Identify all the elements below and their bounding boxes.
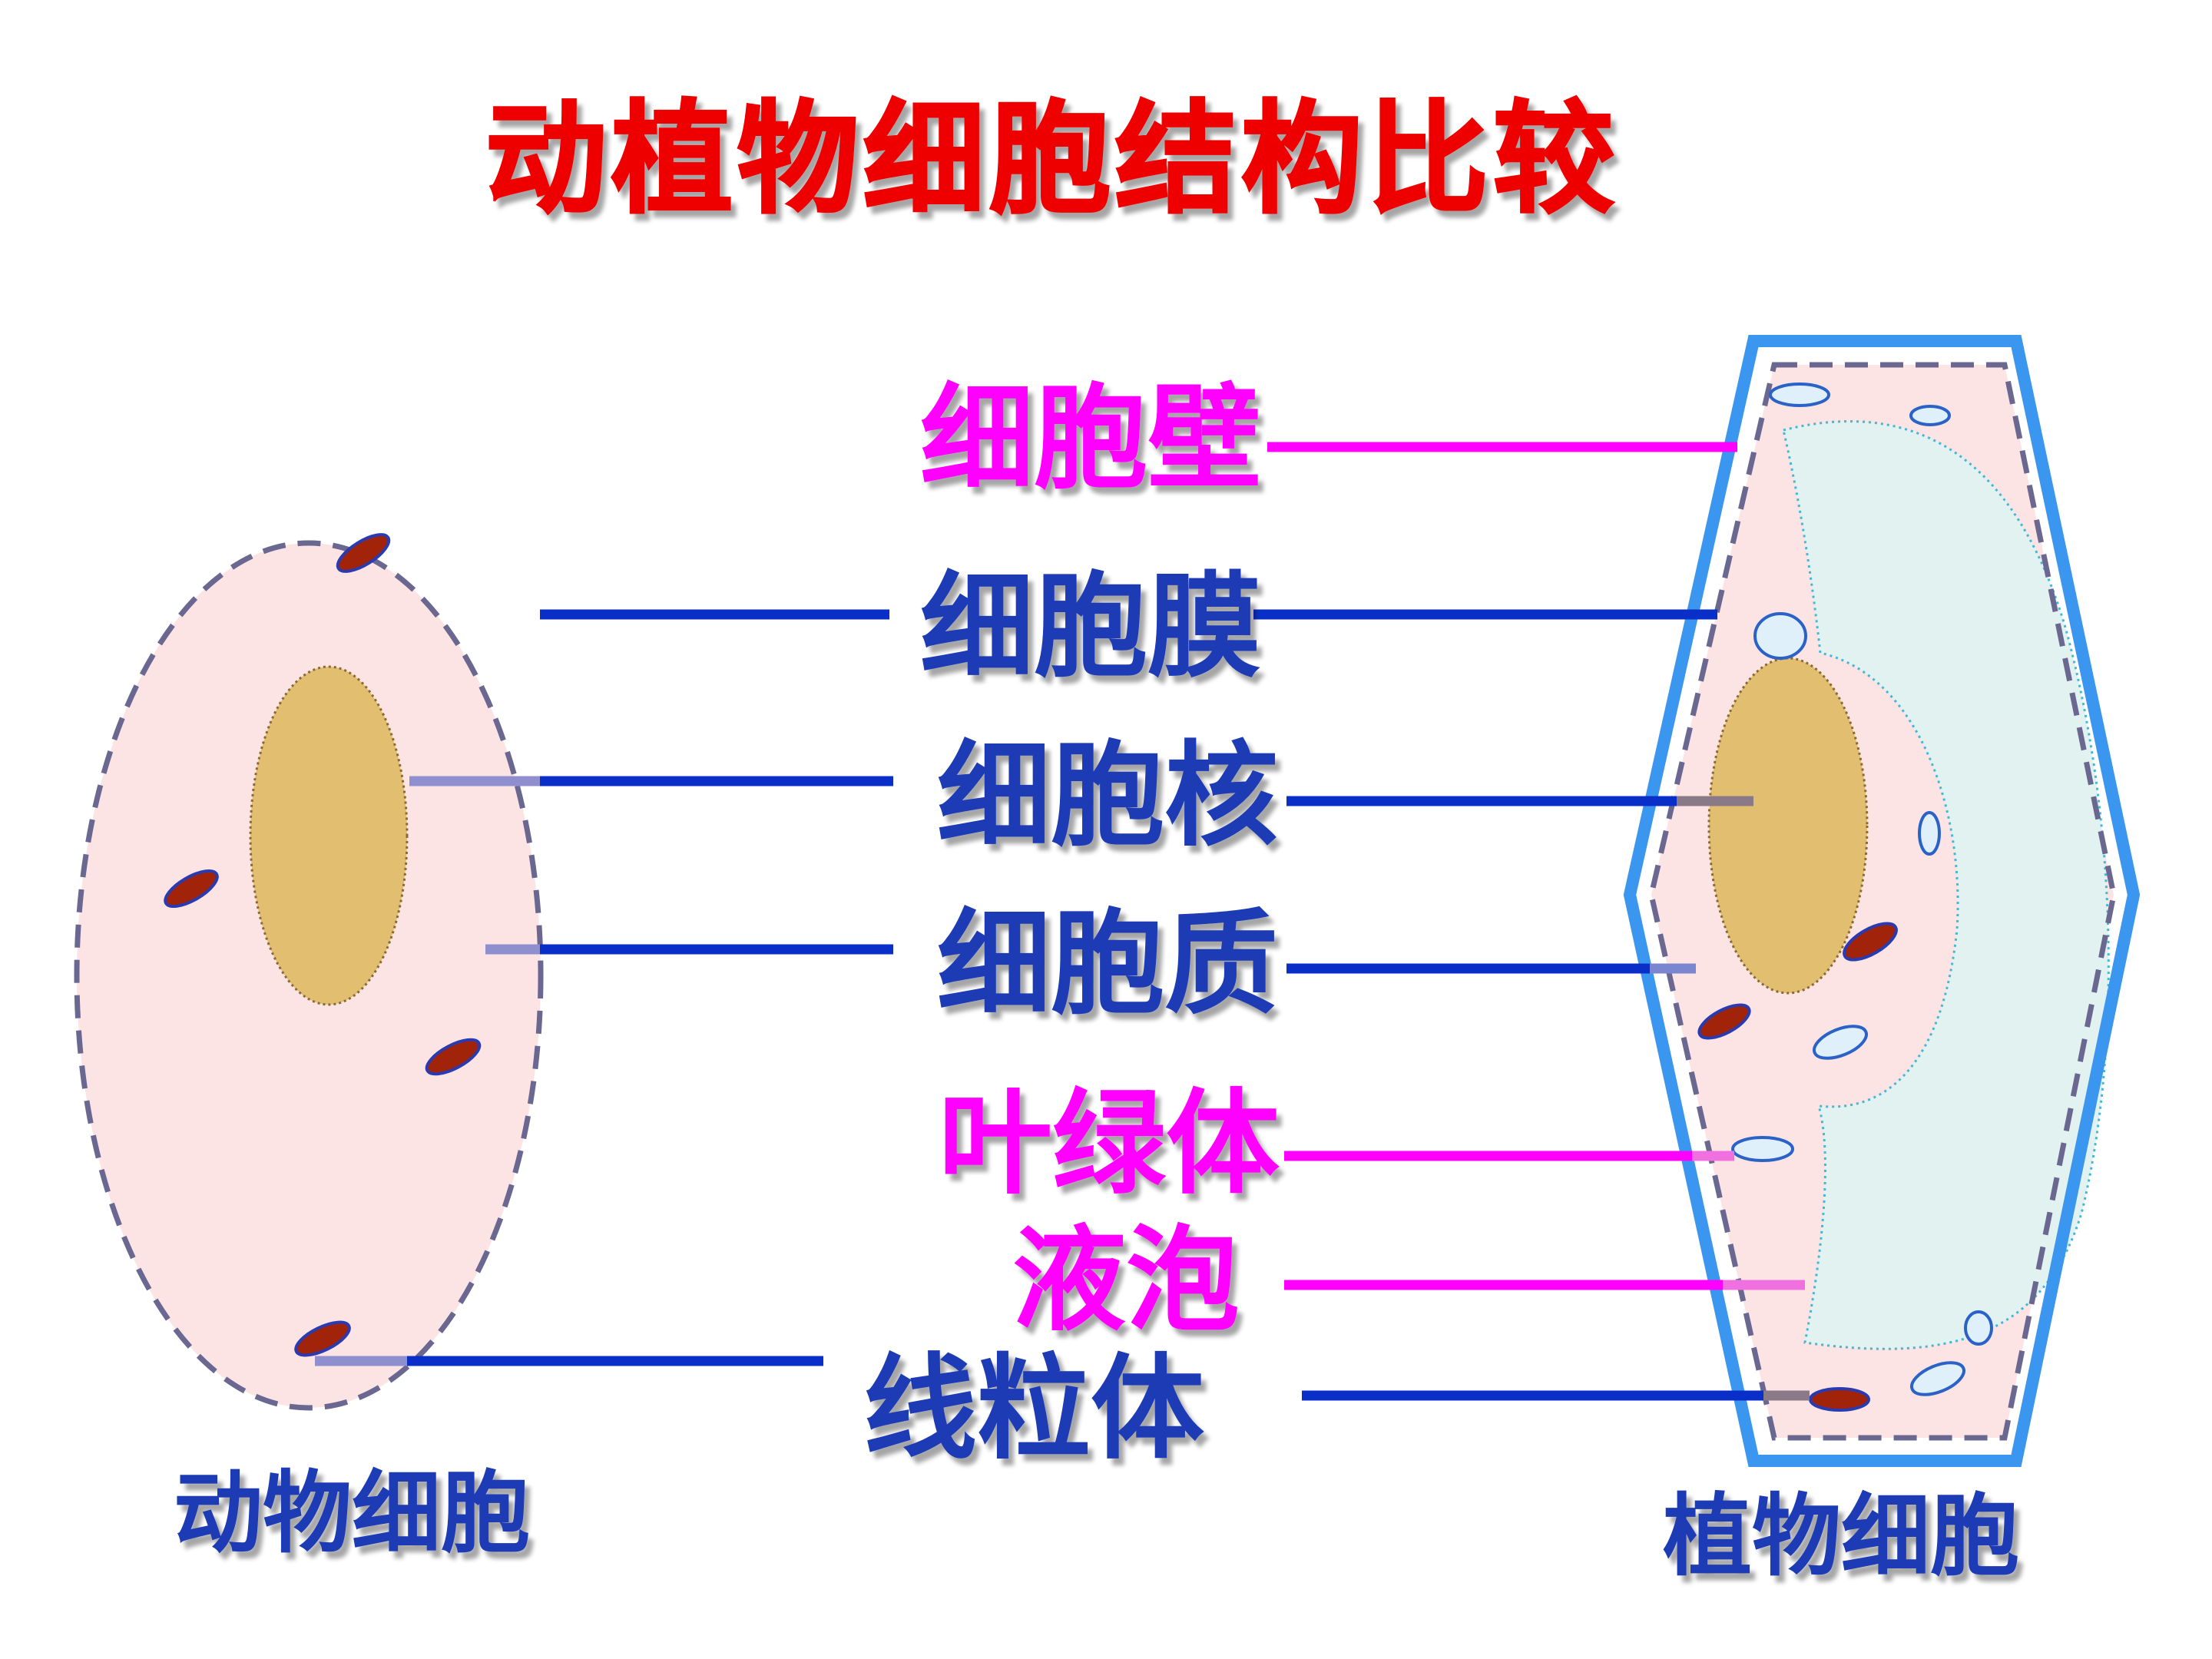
plant-nucleus [1707,657,1869,995]
chloroplast [1813,1025,1868,1060]
plant-mitochondria [1697,922,1898,1412]
chloroplast [1918,811,1941,856]
mitochondrion [1843,922,1898,962]
plant-cell-membrane [1648,362,2117,1441]
chloroplast [1731,1136,1794,1162]
caption-animal-cell: 动物细胞 [174,1462,530,1565]
chloroplast [1753,612,1807,660]
mitochondrion [1697,1003,1751,1040]
label-cytoplasm: 细胞质 [937,898,1278,1030]
structure-labels: 细胞壁 细胞膜 细胞核 细胞质 叶绿体 液泡 线粒体 [863,373,1280,1475]
label-vacuole: 液泡 [1012,1214,1240,1346]
page-title: 动植物细胞结构比较 [485,89,1619,230]
mitochondrion [1809,1387,1870,1412]
label-mitochondria: 线粒体 [863,1343,1204,1475]
plant-vacuole [1782,420,2110,1350]
label-chloroplast: 叶绿体 [939,1078,1280,1210]
chloroplast [1909,405,1951,426]
animal-mitochondria [164,533,482,1357]
mitochondrion [164,869,219,909]
caption-plant-cell: 植物细胞 [1663,1485,2019,1588]
chloroplast [1964,1310,1993,1346]
mitochondrion [336,533,391,573]
label-nucleus: 细胞核 [937,730,1278,862]
chloroplast [1910,1361,1965,1396]
animal-cell [74,533,544,1411]
plant-chloroplasts [1731,382,1993,1396]
animal-nucleus [249,665,409,1006]
mitochondrion [294,1320,351,1357]
label-cell-membrane: 细胞膜 [920,561,1261,693]
label-cell-wall: 细胞壁 [920,373,1261,505]
chloroplast [1769,382,1830,407]
mitochondrion [425,1038,482,1076]
plant-cell [1623,335,2141,1467]
leader-lines [315,442,1810,1401]
plant-cell-wall [1623,335,2141,1467]
